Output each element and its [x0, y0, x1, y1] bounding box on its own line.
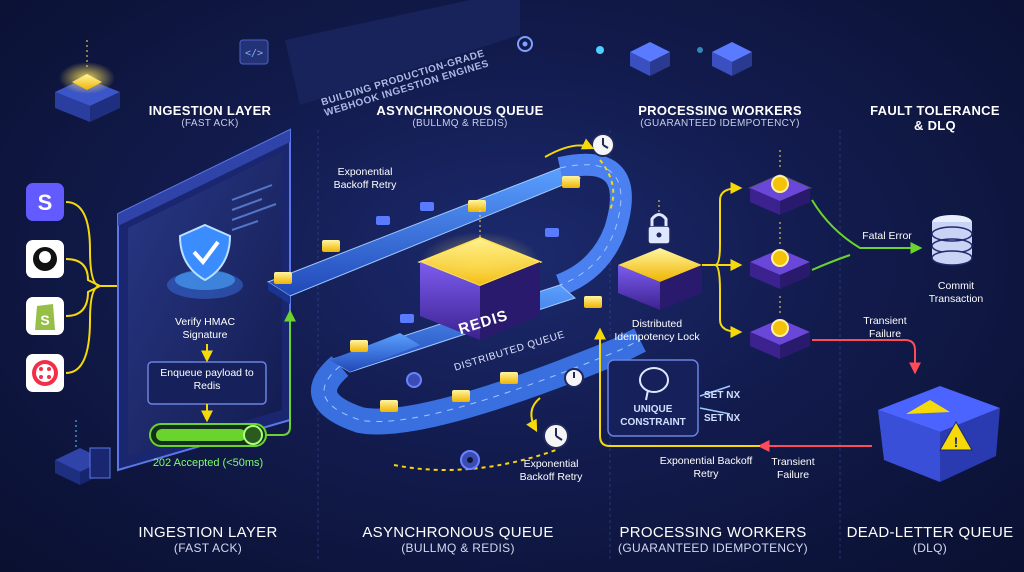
- queue-belt-lower: [311, 328, 646, 435]
- setnx-label-2: SET NX: [704, 413, 741, 424]
- database-icon: [931, 215, 973, 266]
- svg-text:</>: </>: [245, 48, 263, 59]
- section-subtitle: (GUARANTEED IDEMPOTENCY): [640, 118, 800, 129]
- postgres-elephant-icon: [639, 367, 669, 401]
- ingestion-window: [117, 128, 291, 472]
- lock-icon: [647, 213, 671, 245]
- transient-failure-bottom-label: Transient Failure: [771, 456, 815, 481]
- section-subtitle: (FAST ACK): [181, 118, 239, 129]
- server-chip-icon: [55, 40, 120, 122]
- redis-block: [417, 200, 543, 340]
- section-title-line-2: & DLQ: [914, 118, 956, 133]
- clock-icon-top: [591, 133, 615, 157]
- section-footer-queue: ASYNCHRONOUS QUEUE (BULLMQ & REDIS): [338, 524, 578, 555]
- gear-icon-left: [406, 372, 422, 388]
- retry-label-bottom: Exponential Backoff Retry: [519, 458, 583, 483]
- accepted-label: 202 Accepted (<50ms): [152, 457, 264, 469]
- section-title: DEAD-LETTER QUEUE: [846, 524, 1014, 541]
- commit-transaction-label: Commit Transaction: [928, 280, 984, 305]
- section-title: FAULT TOLERANCE: [870, 103, 1000, 118]
- section-subtitle: (BULLMQ & REDIS): [401, 541, 515, 555]
- section-footer-dlq: DEAD-LETTER QUEUE (DLQ): [840, 524, 1020, 555]
- section-subtitle: (GUARANTEED IDEMPOTENCY): [618, 541, 808, 555]
- section-subtitle: (BULLMQ & REDIS): [412, 118, 508, 129]
- clock-icon-mid: [564, 368, 584, 388]
- source-icons: S S: [26, 183, 64, 392]
- section-header-queue: ASYNCHRONOUS QUEUE (BULLMQ & REDIS): [360, 103, 560, 129]
- gear-icon-top: [517, 36, 533, 52]
- section-title: PROCESSING WORKERS: [619, 524, 807, 541]
- section-header-ingestion: INGESTION LAYER (FAST ACK): [125, 103, 295, 129]
- worker-chip-2: [750, 249, 810, 289]
- section-title: PROCESSING WORKERS: [638, 103, 802, 118]
- transient-failure-label: Transient Failure: [863, 315, 907, 340]
- unique-constraint-label: UNIQUE CONSTRAINT: [620, 404, 686, 428]
- section-subtitle: (FAST ACK): [173, 541, 243, 555]
- idempotency-lock-label: Distributed Idempotency Lock: [614, 318, 700, 343]
- section-title: ASYNCHRONOUS QUEUE: [362, 524, 554, 541]
- verify-hmac-label: Verify HMAC Signature: [174, 316, 236, 341]
- worker-chip-3: [750, 319, 810, 359]
- section-header-workers: PROCESSING WORKERS (GUARANTEED IDEMPOTEN…: [625, 103, 815, 129]
- section-footer-workers: PROCESSING WORKERS (GUARANTEED IDEMPOTEN…: [598, 524, 828, 555]
- fatal-error-label: Fatal Error: [862, 230, 912, 242]
- enqueue-label: Enqueue payload to Redis: [160, 367, 254, 392]
- clock-icon-bottom: [543, 423, 569, 449]
- section-title: ASYNCHRONOUS QUEUE: [376, 103, 544, 118]
- section-header-fault: FAULT TOLERANCE & DLQ: [855, 103, 1015, 133]
- svg-text:!: !: [954, 434, 959, 450]
- worker-chip-1: [748, 174, 812, 215]
- setnx-label-1: SET NX: [704, 390, 741, 401]
- retry-label-workers: Exponential Backoff Retry: [659, 455, 753, 480]
- svg-text:S: S: [38, 190, 53, 215]
- shield-icon: [167, 223, 243, 299]
- dlq-bin: !: [878, 386, 1000, 482]
- section-footer-ingestion: INGESTION LAYER (FAST ACK): [108, 524, 308, 555]
- retry-label-top: Exponential Backoff Retry: [333, 166, 397, 191]
- svg-text:S: S: [40, 312, 49, 328]
- lock-platform: [618, 248, 702, 310]
- section-title: INGESTION LAYER: [138, 524, 278, 541]
- section-subtitle: (DLQ): [912, 541, 948, 555]
- gear-icon-bottom: [460, 450, 480, 470]
- section-title: INGESTION LAYER: [148, 103, 272, 118]
